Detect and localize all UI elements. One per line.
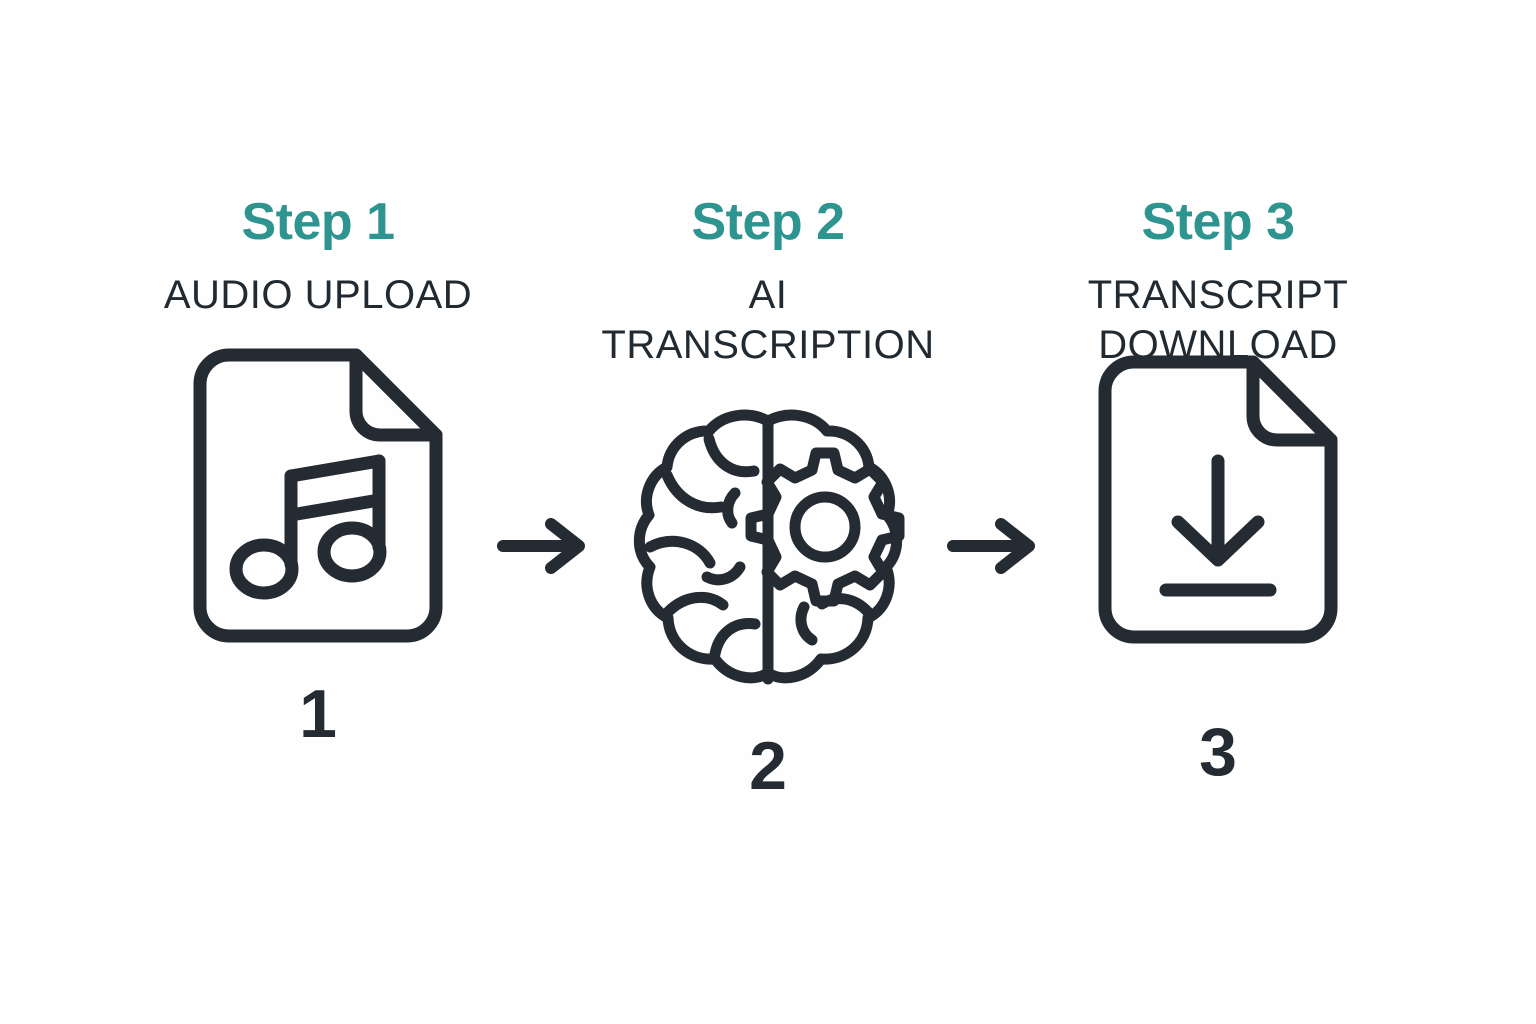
right-arrow-icon xyxy=(945,516,1041,576)
step-number-1: 1 xyxy=(299,676,337,752)
step-label-2: AI TRANSCRIPTION xyxy=(601,273,935,367)
step-icon-1-wrap xyxy=(193,346,443,646)
step-title-3: Step 3 xyxy=(1141,193,1295,251)
step-card-1: Step 1 AUDIO UPLOAD xyxy=(153,196,483,748)
step-icon-3-wrap xyxy=(1098,350,1338,650)
brain-gear-icon xyxy=(623,407,913,693)
audio-file-icon xyxy=(193,348,443,644)
connector-2 xyxy=(933,196,1053,896)
step-card-2: Step 2 AI TRANSCRIPTION xyxy=(601,193,935,804)
right-arrow-icon xyxy=(495,516,591,576)
step-card-3: Step 3 TRANSCRIPT DOWNLOAD xyxy=(1053,196,1383,786)
download-file-icon xyxy=(1098,355,1338,645)
step-label-3: TRANSCRIPT DOWNLOAD xyxy=(1087,273,1349,367)
step-number-2: 2 xyxy=(749,728,787,804)
step-number-3: 3 xyxy=(1199,714,1237,790)
step-title-2: Step 2 xyxy=(691,193,845,251)
step-icon-2-wrap xyxy=(623,400,913,700)
step-title-1: Step 1 xyxy=(241,193,395,251)
step-label-1: AUDIO UPLOAD xyxy=(163,273,473,317)
connector-1 xyxy=(483,196,603,896)
